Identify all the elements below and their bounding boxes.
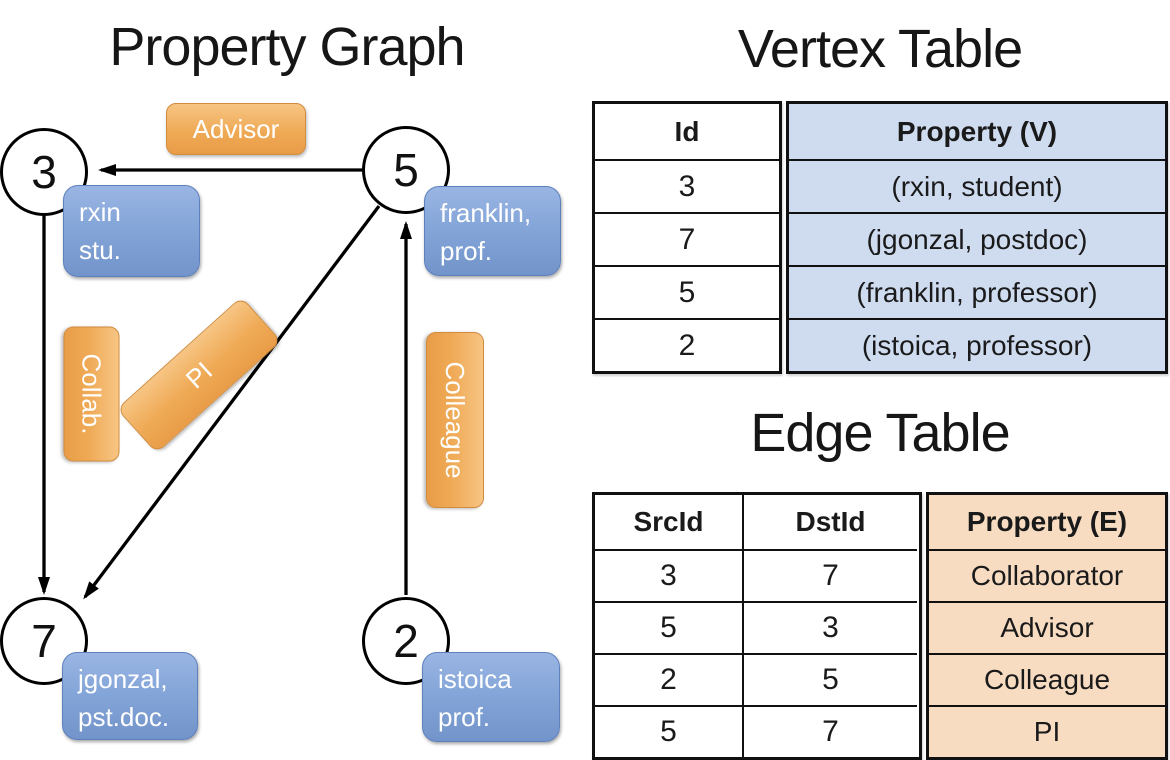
vertex-table-header-property: Property (V)	[789, 104, 1165, 159]
graph-node-2: 2	[362, 597, 450, 685]
vertex-box-line: rxin	[79, 197, 121, 227]
table-cell: 5	[595, 265, 779, 318]
edge-table-property-column: Property (E) Collaborator Advisor Collea…	[926, 492, 1168, 760]
table-cell: (jgonzal, postdoc)	[789, 212, 1165, 265]
table-cell: (istoica, professor)	[789, 318, 1165, 371]
node-id-label: 3	[31, 146, 57, 198]
table-cell: Collaborator	[929, 549, 1165, 601]
table-cell: 3	[595, 159, 779, 212]
node-id-label: 5	[393, 144, 419, 196]
table-cell: 7	[595, 212, 779, 265]
vertex-box-istoica: istoica prof.	[422, 652, 560, 742]
edge-5-to-7	[83, 205, 381, 600]
vertex-box-line: istoica	[438, 664, 512, 694]
vertex-box-franklin: franklin, prof.	[424, 186, 561, 276]
table-cell: 5	[595, 601, 742, 653]
edge-table-id-columns: SrcId DstId 3 7 5 3 2 5 5 7	[592, 492, 922, 760]
edge-table-header-srcid: SrcId	[633, 506, 704, 537]
vertex-table-title: Vertex Table	[737, 19, 1023, 79]
vertex-table-id-column: Id 3 7 5 2	[592, 101, 782, 374]
vertex-box-line: jgonzal,	[78, 664, 168, 694]
table-cell: 2	[595, 318, 779, 371]
table-cell: 5	[595, 705, 742, 757]
vertex-box-rxin: rxin stu.	[63, 185, 200, 277]
edge-table-header-property: Property (E)	[929, 495, 1165, 549]
table-cell: 7	[742, 549, 917, 601]
graph-edges	[38, 164, 412, 600]
table-cell: 3	[742, 601, 917, 653]
property-graph-title: Property Graph	[109, 17, 465, 77]
vertex-box-line: prof.	[438, 702, 491, 732]
vertex-box-line: stu.	[79, 235, 121, 265]
edge-label-collab: Collab.	[63, 326, 120, 462]
vertex-table-header-id: Id	[674, 115, 700, 147]
table-cell: Colleague	[929, 653, 1165, 705]
vertex-box-line: franklin,	[440, 198, 532, 228]
table-cell: 3	[595, 549, 742, 601]
edge-label-advisor: Advisor	[166, 103, 306, 155]
table-cell: (franklin, professor)	[789, 265, 1165, 318]
table-cell: 5	[742, 653, 917, 705]
table-cell: (rxin, student)	[789, 159, 1165, 212]
table-cell: 2	[595, 653, 742, 705]
graph-node-5: 5	[362, 126, 450, 214]
table-cell: 7	[742, 705, 917, 757]
table-cell: Advisor	[929, 601, 1165, 653]
edge-table-header-dstid: DstId	[742, 495, 917, 549]
table-cell: PI	[929, 705, 1165, 757]
node-id-label: 2	[393, 615, 419, 667]
vertex-box-jgonzal: jgonzal, pst.doc.	[62, 652, 198, 740]
edge-table-title: Edge Table	[750, 403, 1010, 463]
edge-label-colleague: Colleague	[426, 332, 484, 508]
vertex-box-line: prof.	[440, 236, 493, 266]
vertex-box-line: pst.doc.	[78, 702, 170, 732]
vertex-table-property-column: Property (V) (rxin, student) (jgonzal, p…	[786, 101, 1168, 374]
node-id-label: 7	[31, 615, 57, 667]
